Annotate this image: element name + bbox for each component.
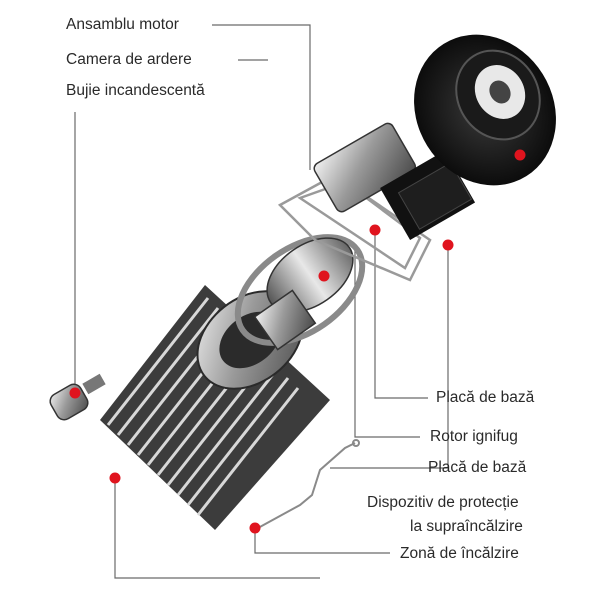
label-combustion-chamber: Camera de ardere [66,51,192,68]
label-overheat-line1: Dispozitiv de protecție [367,494,519,511]
marker-heat-exchanger [109,472,121,484]
fan-icon [414,34,556,186]
marker-combustion [318,270,330,282]
sensor-wire-icon [257,439,360,529]
motor-icon [313,122,476,240]
leader-lines [74,24,449,579]
marker-glow-plug [69,387,81,399]
leader-heating-zone [254,528,390,554]
leader-motor-assembly [212,24,311,170]
label-overheat-line2: la supraîncălzire [410,518,523,535]
markers [69,149,526,534]
combustion-chamber-icon [234,234,366,351]
label-base-plate-2: Placă de bază [428,459,527,476]
marker-base-plate [442,239,454,251]
leader-fireproof-rotor [354,250,420,438]
marker-heating-zone [249,522,261,534]
label-fireproof-rotor: Rotor ignifug [430,428,518,445]
label-heating-zone: Zonă de încălzire [400,545,519,562]
marker-fan [514,149,526,161]
label-glow-plug: Bujie incandescentă [66,82,205,99]
label-base-plate-1: Placă de bază [436,389,535,406]
label-motor-assembly: Ansamblu motor [66,16,179,33]
marker-motor [369,224,381,236]
leader-base-plate-1 [374,230,428,399]
leader-bottom [114,478,320,579]
leader-base-plate-2 [330,245,449,469]
